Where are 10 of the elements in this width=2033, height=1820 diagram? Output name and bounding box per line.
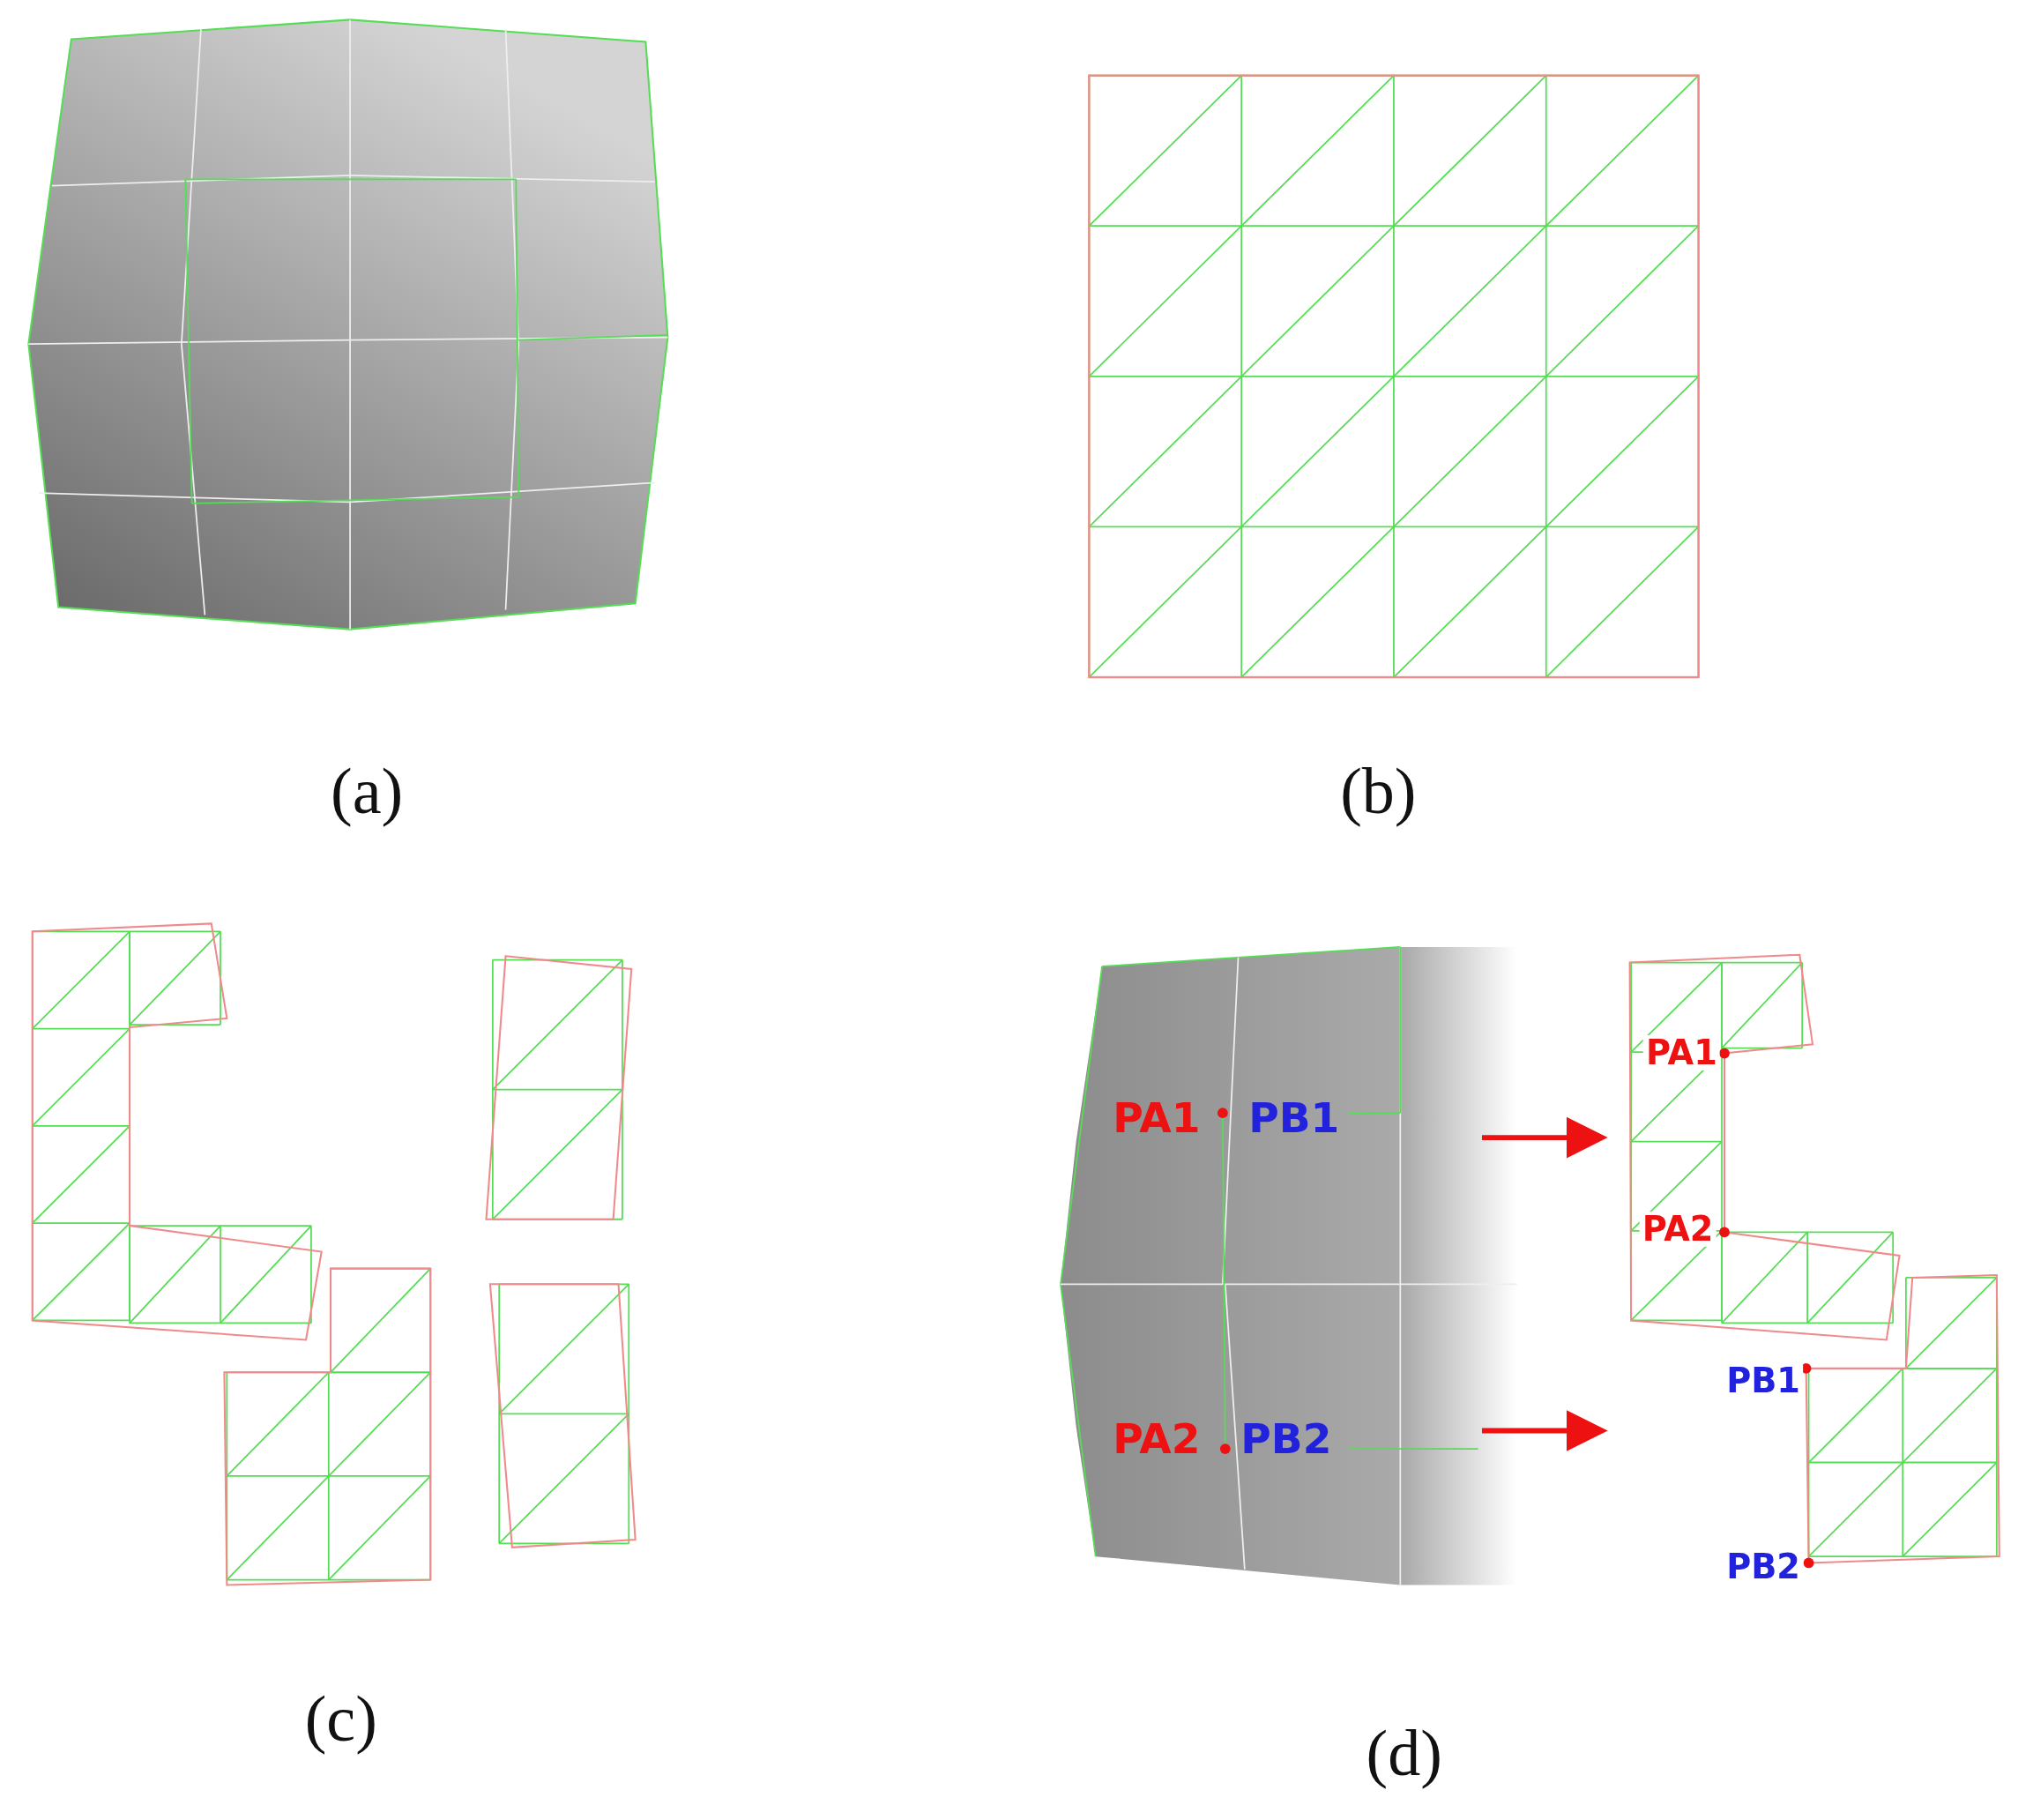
point-label: PA2 — [1112, 1417, 1202, 1462]
panel-label: (b) — [1340, 753, 1417, 829]
panel-label: (d) — [1366, 1715, 1442, 1791]
point-label: PB2 — [1240, 1417, 1333, 1462]
point-label: PA1 — [1112, 1096, 1202, 1140]
point-label: PB1 — [1247, 1096, 1341, 1140]
point-label: PA1 — [1643, 1035, 1720, 1071]
panel-label: (c) — [304, 1681, 377, 1757]
panel-label: (a) — [331, 753, 404, 829]
point-label: PA2 — [1639, 1212, 1717, 1248]
